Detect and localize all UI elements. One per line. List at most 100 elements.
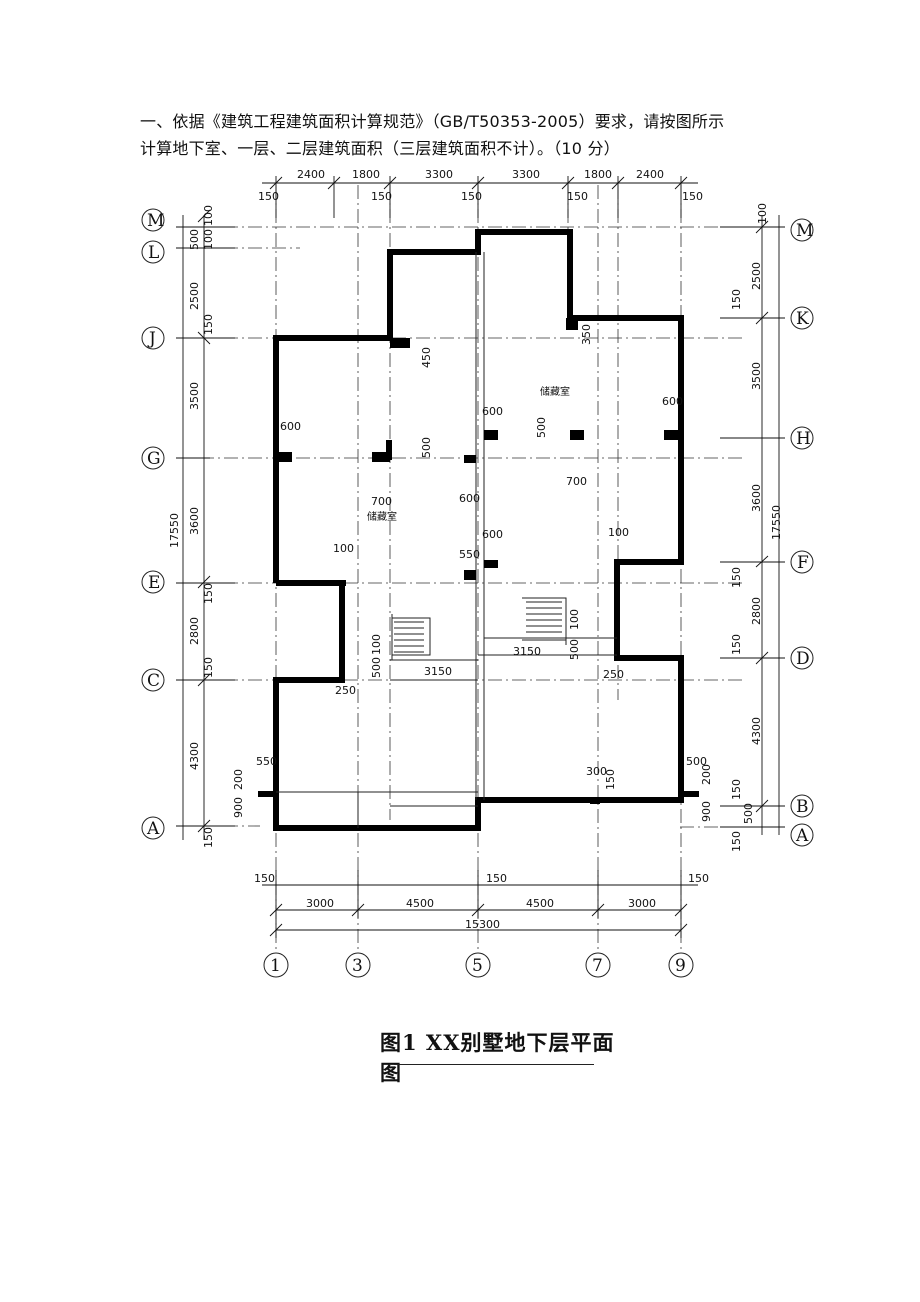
axis-left-L: L <box>148 243 159 263</box>
inner-dim-7: 500 <box>535 417 548 438</box>
axis-left-E: E <box>148 573 160 593</box>
inner-dim-12: 600 <box>482 528 503 541</box>
inner-dim-16: 3150 <box>513 645 541 658</box>
top-small-3: 150 <box>461 190 482 203</box>
inner-dim-8: 600 <box>459 492 480 505</box>
right-dim-10: 4300 <box>750 717 763 745</box>
axis-right-D: D <box>796 649 810 669</box>
inner-dim-11: 100 <box>333 542 354 555</box>
right-dimension-chain <box>720 215 785 835</box>
left-dim-1: 100 <box>202 205 215 226</box>
grid-lines <box>176 185 782 960</box>
left-dimension-chain <box>176 209 235 840</box>
inner-dim-3: 600 <box>482 405 503 418</box>
room-label-storage-1: 储藏室 <box>540 385 570 398</box>
interior-walls <box>276 252 617 828</box>
inner-dim-21: 250 <box>335 684 356 697</box>
right-dim-7: 150 <box>730 567 743 588</box>
inner-dim-13: 550 <box>459 548 480 561</box>
right-dim-3: 150 <box>730 289 743 310</box>
left-dim-15: 150 <box>202 827 215 848</box>
question-line-2: 计算地下室、一层、二层建筑面积（三层建筑面积不计）。（10 分） <box>140 139 620 158</box>
right-dim-2: 2500 <box>750 262 763 290</box>
top-small-4: 150 <box>567 190 588 203</box>
axis-left-J: J <box>147 329 156 349</box>
bottom-dim-1: 3000 <box>306 897 334 910</box>
bottom-dim-2: 4500 <box>406 897 434 910</box>
left-dim-6: 3500 <box>188 382 201 410</box>
bottom-dim-3: 4500 <box>526 897 554 910</box>
left-dim-14: 900 <box>232 797 245 818</box>
right-axis-bubbles <box>790 218 814 847</box>
figure-caption: 图1 XX别墅地下层平面图 <box>380 1030 615 1085</box>
top-dim-1: 2400 <box>297 168 325 181</box>
inner-dim-9: 700 <box>371 495 392 508</box>
top-small-5: 150 <box>682 190 703 203</box>
inner-dim-10: 700 <box>566 475 587 488</box>
exterior-walls <box>273 229 684 831</box>
inner-dim-17: 100 <box>370 634 383 655</box>
axis-bottom-1: 1 <box>270 956 281 976</box>
right-dim-14: 200 <box>700 764 713 785</box>
left-dim-7: 3600 <box>188 507 201 535</box>
axis-right-M: M <box>796 221 813 241</box>
right-dim-13: 900 <box>700 801 713 822</box>
top-dim-5: 1800 <box>584 168 612 181</box>
inner-dim-18: 500 <box>370 657 383 678</box>
top-dim-6: 2400 <box>636 168 664 181</box>
inner-dim-15: 3150 <box>424 665 452 678</box>
top-dim-4: 3300 <box>512 168 540 181</box>
inner-dim-24: 300 <box>586 765 607 778</box>
inner-dim-25: 150 <box>604 769 617 790</box>
axis-right-A: A <box>795 826 809 846</box>
left-dim-13: 200 <box>232 769 245 790</box>
right-dim-9: 150 <box>730 634 743 655</box>
left-axis-bubbles <box>141 208 165 840</box>
right-dim-15: 150 <box>730 831 743 852</box>
left-dim-3: 500 <box>188 229 201 250</box>
axis-bottom-5: 5 <box>472 956 483 976</box>
bottom-small-1: 150 <box>254 872 275 885</box>
right-dim-4: 3500 <box>750 362 763 390</box>
left-dim-9: 150 <box>202 583 215 604</box>
axis-left-G: G <box>147 449 161 469</box>
left-dim-12: 4300 <box>188 742 201 770</box>
bottom-dim-total: 15300 <box>465 918 500 931</box>
inner-dim-23: 550 <box>256 755 277 768</box>
axis-bottom-7: 7 <box>592 956 603 976</box>
axis-right-B: B <box>796 797 809 817</box>
left-dim-11: 150 <box>202 657 215 678</box>
caption-underline <box>394 1064 594 1065</box>
inner-dim-4: 500 <box>420 437 433 458</box>
inner-dim-19: 500 <box>568 639 581 660</box>
axis-left-C: C <box>147 671 160 691</box>
left-dim-2: 100 <box>202 229 215 250</box>
left-dim-5: 150 <box>202 314 215 335</box>
right-dim-8: 2800 <box>750 597 763 625</box>
inner-dim-22: 250 <box>603 668 624 681</box>
inner-dim-6: 600 <box>662 395 683 408</box>
top-small-1: 150 <box>258 190 279 203</box>
room-label-storage-2: 储藏室 <box>367 510 397 523</box>
pilasters <box>258 318 699 804</box>
inner-dim-1: 600 <box>280 420 301 433</box>
inner-dim-14: 100 <box>608 526 629 539</box>
axis-left-M: M <box>147 211 164 231</box>
axis-bottom-3: 3 <box>352 956 363 976</box>
right-dim-11: 150 <box>730 779 743 800</box>
axis-bottom-9: 9 <box>675 956 686 976</box>
top-dim-2: 1800 <box>352 168 380 181</box>
bottom-small-3: 150 <box>688 872 709 885</box>
left-dim-10: 2800 <box>188 617 201 645</box>
top-small-2: 150 <box>371 190 392 203</box>
right-dim-total: 17550 <box>770 505 783 540</box>
axis-right-H: H <box>796 429 811 449</box>
inner-dim-26: 500 <box>686 755 707 768</box>
axis-right-F: F <box>797 553 809 573</box>
inner-dim-2: 450 <box>420 347 433 368</box>
axis-right-K: K <box>796 309 809 329</box>
question-text: 一、依据《建筑工程建筑面积计算规范》（GB/T50353-2005）要求，请按图… <box>140 108 800 162</box>
bottom-axis-bubbles <box>263 952 694 978</box>
left-dim-total: 17550 <box>168 513 181 548</box>
